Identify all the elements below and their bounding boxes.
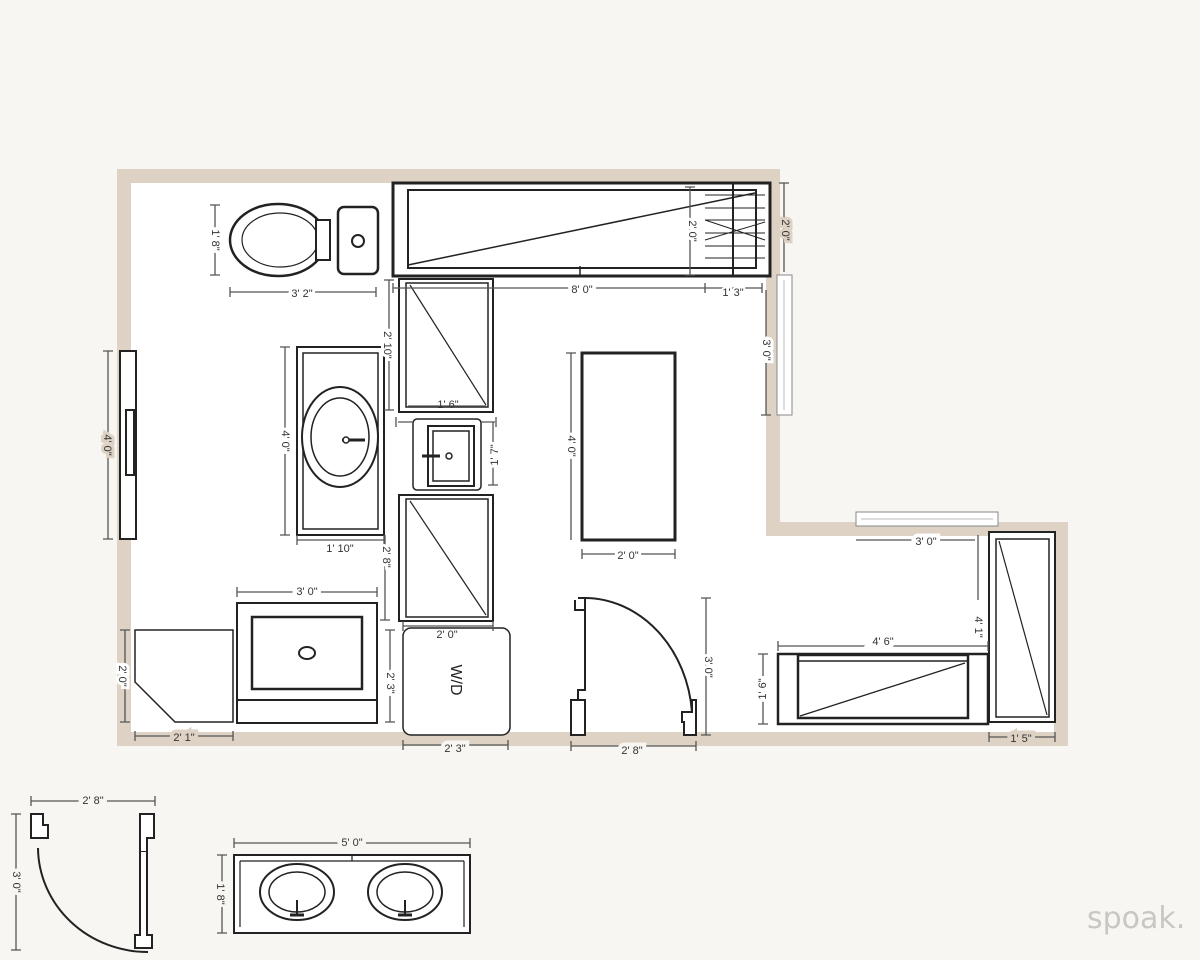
dim-door-width: 2' 8" xyxy=(621,745,642,757)
window-right xyxy=(776,274,793,416)
spoak-logo: spoak. xyxy=(1087,901,1185,936)
bathtub-top[interactable] xyxy=(391,181,772,278)
dim-window-right: 3' 0" xyxy=(760,339,772,360)
dim-vanity-bottom-width: 3' 0" xyxy=(296,586,317,598)
dimension-lines xyxy=(11,182,1056,951)
window-lower xyxy=(855,511,999,527)
window-left xyxy=(119,350,137,540)
dim-small-sink: 1' 7" xyxy=(489,444,501,465)
dim-tub-inner: 2' 0" xyxy=(686,220,698,241)
dim-wd-depth: 2' 3" xyxy=(384,672,396,693)
toilet[interactable] xyxy=(228,202,380,278)
dim-vanity-length: 4' 0" xyxy=(279,430,291,451)
dim-door-height: 3' 0" xyxy=(702,656,714,677)
double-vanity xyxy=(233,854,471,934)
dim-toilet-depth: 1' 8" xyxy=(209,229,221,250)
dim-toilet-width: 3' 2" xyxy=(291,288,312,300)
dim-spare-door-width: 2' 8" xyxy=(82,795,103,807)
corner-cabinet[interactable] xyxy=(134,629,234,723)
dim-cabinet-top-height: 2' 10" xyxy=(381,331,393,359)
dim-cabinet-mid-height: 2' 8" xyxy=(380,546,392,567)
dim-island-width: 2' 0" xyxy=(617,550,638,562)
dim-double-vanity-width: 5' 0" xyxy=(341,837,362,849)
dim-spare-door-height: 3' 0" xyxy=(10,871,22,892)
dim-vanity-width: 1' 10" xyxy=(326,543,354,555)
bathtub-lower[interactable] xyxy=(776,652,990,726)
island[interactable] xyxy=(580,351,677,542)
dim-left-window: 4' 0" xyxy=(101,434,113,455)
vanity-bottom[interactable] xyxy=(236,602,378,724)
cabinet-middle[interactable] xyxy=(398,494,494,622)
small-sink[interactable] xyxy=(412,418,482,491)
washer-dryer[interactable]: W/D xyxy=(402,627,511,736)
door[interactable] xyxy=(570,597,697,736)
dim-wd-bottom: 2' 3" xyxy=(444,743,465,755)
dim-corner-width: 2' 1" xyxy=(173,732,194,744)
tall-cabinet[interactable] xyxy=(988,531,1056,723)
dim-corner-depth: 2' 0" xyxy=(116,665,128,686)
spare-door xyxy=(30,813,155,953)
dim-bench-depth: 1' 6" xyxy=(757,678,769,699)
dim-island-length: 4' 0" xyxy=(565,435,577,456)
dim-tub-end: 1' 3" xyxy=(722,287,743,299)
dim-tub-depth: 2' 0" xyxy=(779,219,791,240)
dim-cabinet-top-width: 1' 6" xyxy=(437,399,458,411)
dim-tall-cabinet-width: 1' 5" xyxy=(1010,733,1031,745)
dim-tall-cabinet-height: 4' 1" xyxy=(972,616,984,637)
dim-bench-width: 4' 6" xyxy=(872,636,893,648)
dim-window-lower: 3' 0" xyxy=(915,536,936,548)
vanity-left[interactable] xyxy=(296,346,385,536)
dimension-labels: 1' 8" 3' 2" 2' 0" 2' 0" 8' 0" 1' 3" 3' 0… xyxy=(7,216,1036,907)
wd-label: W/D xyxy=(447,664,464,695)
cabinet-top[interactable] xyxy=(398,278,494,413)
dim-wd-width: 2' 0" xyxy=(436,629,457,641)
dim-tub-length: 8' 0" xyxy=(571,284,592,296)
dim-double-vanity-depth: 1' 8" xyxy=(214,883,226,904)
